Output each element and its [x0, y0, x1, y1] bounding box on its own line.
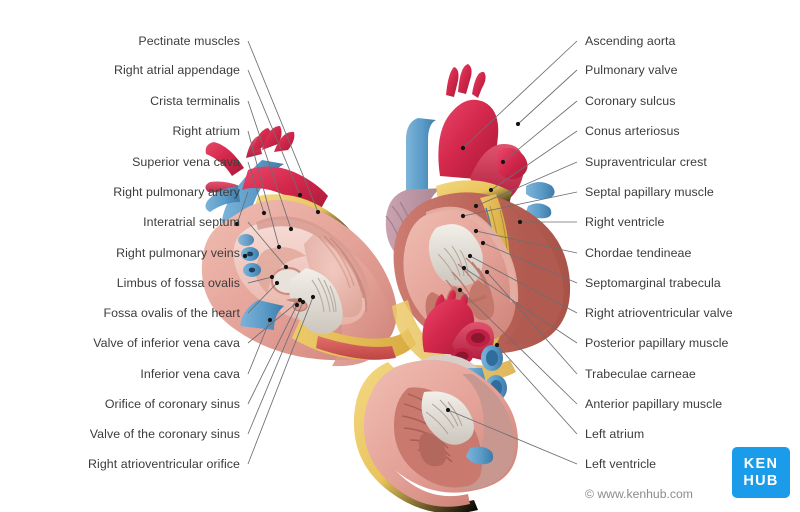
- anatomy-label: Right pulmonary artery: [113, 185, 240, 199]
- anatomy-label: Chordae tendineae: [585, 246, 692, 260]
- anatomy-label: Pectinate muscles: [138, 34, 240, 48]
- anatomy-label: Septomarginal trabecula: [585, 276, 721, 290]
- anatomy-label: Ascending aorta: [585, 34, 676, 48]
- anatomy-label: Valve of the coronary sinus: [89, 427, 240, 441]
- copyright-notice: © www.kenhub.com: [585, 487, 693, 501]
- anatomy-label: Right pulmonary veins: [116, 246, 240, 260]
- kenhub-logo[interactable]: KEN HUB: [732, 447, 790, 498]
- kenhub-logo-line2: HUB: [743, 472, 779, 489]
- anatomy-label: Right atrium: [172, 124, 240, 138]
- anatomy-label: Pulmonary valve: [585, 63, 678, 77]
- anatomy-label: Superior vena cava: [132, 155, 240, 169]
- anatomy-label: Orifice of coronary sinus: [104, 397, 240, 411]
- anatomy-label: Right atrioventricular valve: [585, 306, 733, 320]
- anatomy-label: Crista terminalis: [150, 94, 240, 108]
- anatomy-label: Right atrioventricular orifice: [88, 457, 240, 471]
- anatomy-label: Posterior papillary muscle: [585, 336, 729, 350]
- anatomy-label: Anterior papillary muscle: [585, 397, 723, 411]
- anatomy-label: Left atrium: [585, 427, 645, 441]
- anatomy-label: Right atrial appendage: [113, 63, 240, 77]
- anatomy-label: Fossa ovalis of the heart: [103, 306, 240, 320]
- anatomy-label: Conus arteriosus: [585, 124, 680, 138]
- anatomy-label: Septal papillary muscle: [585, 185, 714, 199]
- anatomy-label: Limbus of fossa ovalis: [116, 276, 240, 290]
- anatomy-label: Supraventricular crest: [585, 155, 707, 169]
- anatomy-label: Inferior vena cava: [140, 367, 240, 381]
- kenhub-logo-line1: KEN: [743, 455, 779, 472]
- anatomy-label: Right ventricle: [585, 215, 665, 229]
- anatomy-label: Coronary sulcus: [585, 94, 676, 108]
- anatomy-label: Left ventricle: [585, 457, 657, 471]
- anatomy-label: Valve of inferior vena cava: [93, 336, 240, 350]
- anatomy-label: Trabeculae carneae: [585, 367, 696, 381]
- anatomy-label: Interatrial septum: [143, 215, 240, 229]
